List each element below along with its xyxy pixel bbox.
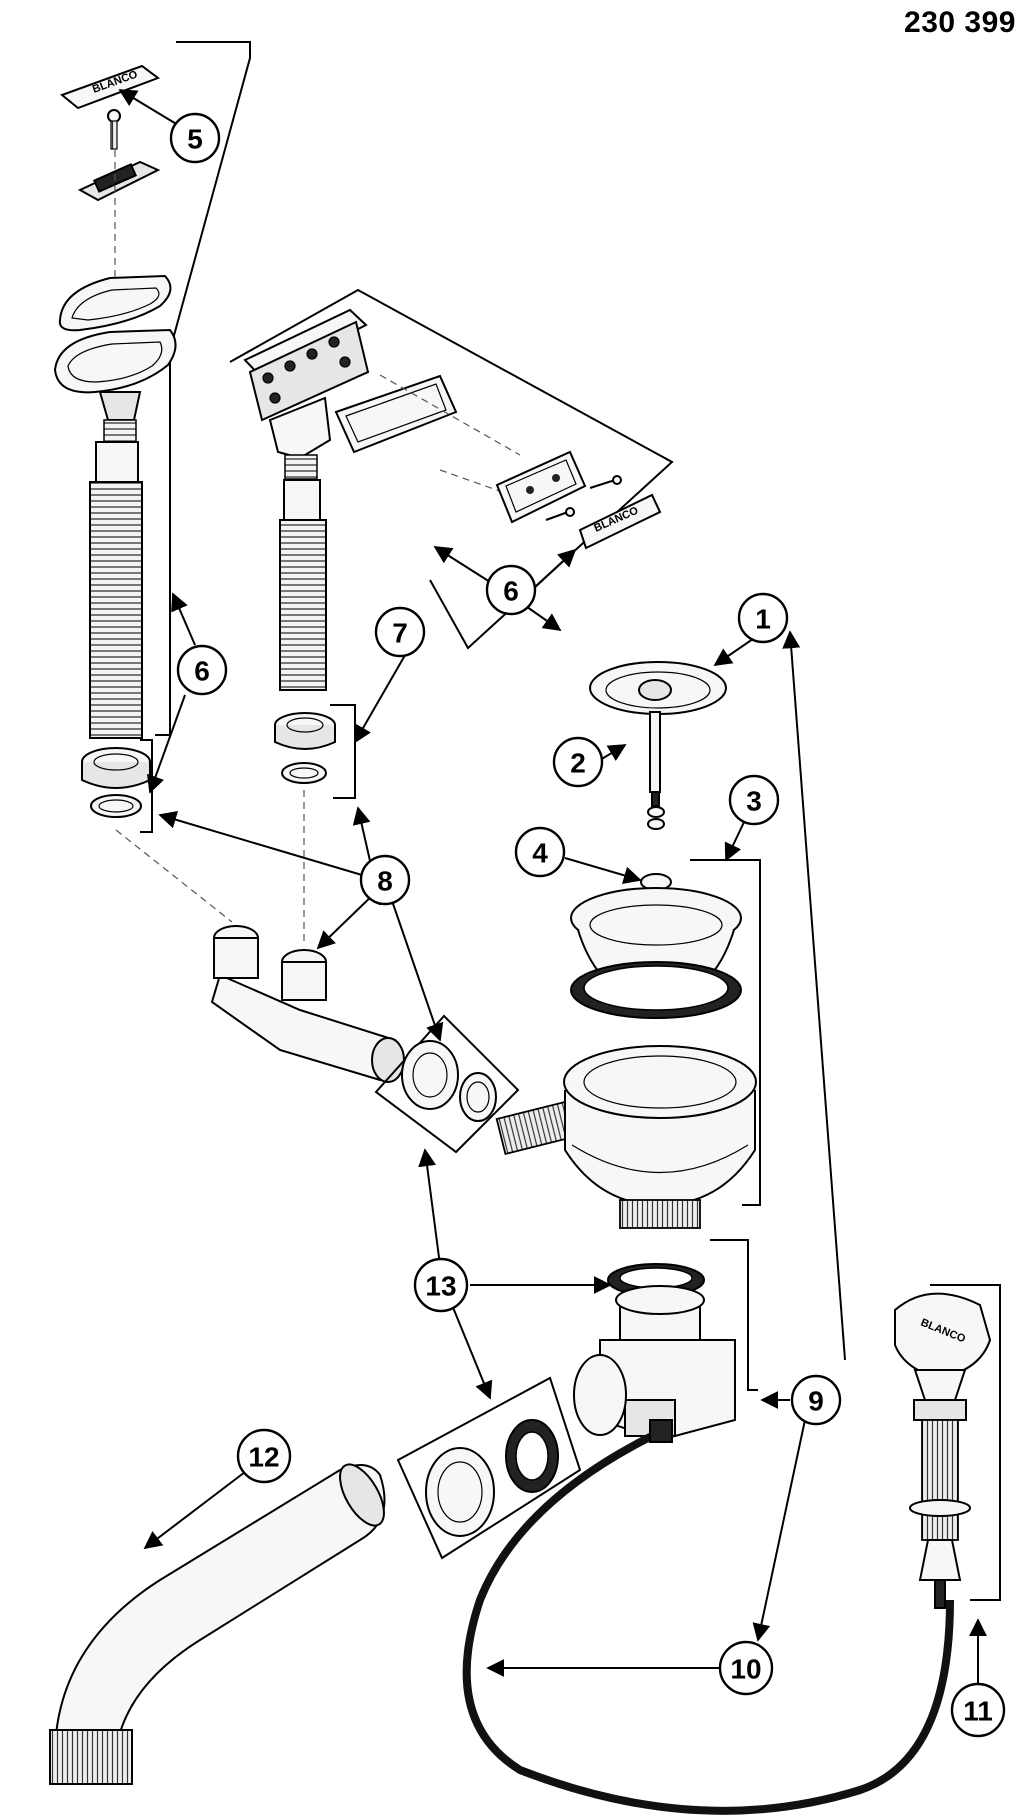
rect-seal-ring [281, 762, 327, 784]
svg-text:11: 11 [963, 1696, 993, 1727]
callout-11: 11 [950, 1682, 1006, 1738]
overflow-assembly-right: BLANCO [229, 288, 674, 799]
callout-2: 2 [552, 736, 604, 788]
basket-body [495, 1045, 757, 1229]
svg-text:3: 3 [746, 786, 762, 817]
svg-text:4: 4 [532, 838, 548, 869]
cover-screws [545, 475, 622, 521]
overflow-screw [107, 109, 121, 150]
svg-text:10: 10 [730, 1654, 761, 1685]
callout-10: 10 [718, 1640, 774, 1696]
callout-arrows [118, 89, 987, 1685]
svg-text:1: 1 [755, 604, 771, 635]
flange-gasket [570, 961, 742, 1019]
overflow-gasket [58, 274, 172, 332]
overflow-seal-ring [90, 794, 142, 818]
callout-8: 8 [359, 854, 411, 906]
rect-gasket [334, 374, 458, 454]
svg-text:6: 6 [194, 656, 210, 687]
callout-3: 3 [728, 774, 780, 826]
rect-overflow-hose [279, 479, 327, 691]
part-number: 230 399 [904, 6, 1016, 39]
outlet-bend-pipe [49, 1463, 386, 1785]
manifold-seal-ring [459, 1072, 497, 1122]
rect-union-nut [274, 712, 336, 750]
bowden-cable [462, 1419, 954, 1815]
callout-9: 9 [790, 1374, 842, 1426]
strainer-plug [589, 661, 727, 830]
svg-text:7: 7 [392, 618, 408, 649]
callout-4: 4 [514, 826, 566, 878]
svg-text:8: 8 [377, 866, 393, 897]
callout-13: 13 [413, 1257, 469, 1313]
overflow-manifold [210, 925, 405, 1083]
svg-text:2: 2 [570, 748, 586, 779]
popup-control-knob: BLANCO [894, 1292, 992, 1609]
overflow-cover-badge: BLANCO [59, 64, 161, 110]
callout-5: 6 [176, 644, 228, 696]
pipe-seal [505, 1419, 559, 1493]
overflow-union-nut [81, 747, 151, 789]
callout-12: 12 [236, 1428, 292, 1484]
pipe-union-nut [425, 1447, 495, 1537]
overflow-assembly-left: BLANCO [53, 41, 251, 833]
svg-text:13: 13 [425, 1271, 456, 1302]
overflow-clip [77, 160, 161, 202]
rect-badge: BLANCO [578, 493, 662, 550]
rect-overflow-head [243, 308, 370, 480]
trap-body [573, 1285, 736, 1442]
svg-text:9: 9 [808, 1386, 824, 1417]
callout-1: 1 [737, 592, 789, 644]
rect-cover-plate [495, 450, 587, 524]
overflow-hose [89, 441, 143, 739]
callout-6-right: 6 [485, 564, 537, 616]
callout-6-top: 5 [169, 112, 221, 164]
callout-7: 7 [374, 606, 426, 658]
svg-text:6: 6 [503, 576, 519, 607]
overflow-head [53, 328, 177, 443]
svg-text:5: 5 [187, 124, 203, 155]
svg-text:12: 12 [248, 1442, 279, 1473]
manifold-union-nut [401, 1040, 459, 1110]
